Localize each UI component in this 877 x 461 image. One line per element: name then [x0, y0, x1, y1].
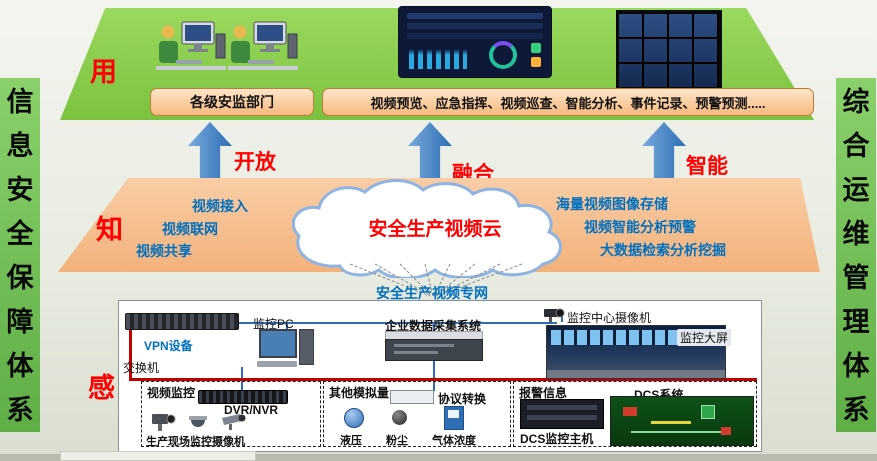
site-cameras-label: 生产现场监控摄像机 — [146, 436, 245, 448]
dashboard-row — [407, 23, 543, 29]
dcs-screen-image — [610, 396, 754, 446]
alarm-group-title: 报警信息 — [519, 386, 568, 400]
bottom-edge — [0, 454, 877, 461]
bullet-camera-icon — [222, 414, 246, 430]
dust-label: 粉尘 — [386, 435, 408, 447]
link-line — [433, 322, 435, 331]
pc-monitor-icon — [259, 329, 297, 358]
capability-video-share: 视频共享 — [136, 243, 192, 259]
layer-label-know: 知 — [96, 215, 123, 245]
arrow-label-smart: 智能 — [686, 155, 728, 178]
dcs-element — [701, 405, 715, 419]
pc-keyboard-icon — [257, 361, 297, 367]
dvr-device — [198, 390, 288, 404]
vpn-label: VPN设备 — [144, 339, 193, 353]
dashboard-stat — [531, 43, 541, 53]
left-banner-text: 信息安全保障体系 — [6, 87, 34, 425]
capability-ai-alert: 视频智能分析预警 — [584, 219, 696, 235]
right-banner-text: 综合运维管理体系 — [842, 87, 870, 425]
gas-label: 气体浓度 — [432, 435, 476, 447]
pc-label: 监控PC — [253, 317, 294, 331]
capability-video-network: 视频联网 — [162, 221, 218, 237]
switch-device — [125, 313, 239, 330]
link-line — [433, 359, 435, 391]
video-group-title: 视频监控 — [147, 386, 196, 400]
dashboard-row — [407, 13, 543, 19]
up-arrow-smart — [642, 122, 686, 182]
link-line — [561, 313, 563, 322]
dcs-host-device — [520, 399, 604, 429]
box-camera-icon — [152, 414, 176, 431]
converter-label: 协议转换 — [438, 392, 487, 406]
dcs-element — [623, 407, 637, 416]
arrow-label-open: 开放 — [234, 151, 276, 174]
dvr-label: DVR/NVR — [224, 403, 279, 417]
layer-label-sense: 感 — [88, 373, 115, 403]
capability-storage: 海量视频图像存储 — [556, 196, 668, 212]
private-network-label: 安全生产视频专网 — [376, 285, 488, 301]
video-wall-screens — [619, 13, 719, 87]
cloud-outline-icon — [291, 178, 562, 278]
dcs-host-label: DCS监控主机 — [520, 432, 594, 446]
dashboard-donut-chart — [489, 41, 517, 69]
operator-workstation-icon — [156, 21, 226, 70]
dashboard-stat — [531, 57, 541, 67]
red-bus-vertical — [129, 327, 132, 381]
device-panel: VPN设备 交换机 监控PC 企业数据采集系统 监控中心摄像机 监控大屏 视频监… — [118, 300, 762, 452]
cloud-shape: 安全生产视频云 — [285, 178, 585, 278]
protocol-converter-device — [390, 390, 434, 404]
switch-label: 交换机 — [123, 361, 160, 375]
dcs-host-slot — [527, 415, 597, 420]
capability-video-access: 视频接入 — [192, 198, 248, 214]
red-bus-horizontal — [129, 378, 757, 381]
department-box: 各级安监部门 — [150, 88, 314, 116]
dome-camera-icon — [189, 416, 207, 427]
center-camera-label: 监控中心摄像机 — [567, 311, 652, 325]
pressure-sensor-icon — [344, 408, 364, 428]
right-banner: 综合运维管理体系 — [836, 78, 876, 432]
dashboard-bar-chart — [409, 49, 467, 69]
operator-workstation-icon — [228, 21, 298, 70]
analog-group-title: 其他模拟量 — [329, 386, 390, 400]
dust-sensor-icon — [392, 410, 407, 425]
capability-bigdata: 大数据检索分析挖掘 — [600, 242, 726, 258]
video-group-box: 视频监控 DVR/NVR 生产现场监控摄像机 — [141, 381, 321, 448]
alarm-group-box: 报警信息 DCS系统 DCS监控主机 — [513, 381, 757, 447]
pc-tower-icon — [299, 329, 314, 365]
dcs-element — [651, 421, 691, 424]
gas-sensor-icon — [444, 406, 464, 430]
left-banner: 信息安全保障体系 — [0, 78, 40, 432]
up-arrow-open — [188, 122, 232, 182]
ptz-camera-icon — [544, 308, 565, 322]
collector-server-front — [385, 339, 483, 361]
dcs-element — [721, 427, 731, 435]
link-line — [286, 322, 288, 330]
server-slot — [394, 351, 438, 354]
functions-box: 视频预览、应急指挥、视频巡查、智能分析、事件记录、预警预测..... — [322, 88, 814, 116]
up-arrow-fuse — [408, 122, 452, 182]
control-room-desk — [547, 370, 725, 378]
cloud-link-fan-lines — [349, 263, 523, 297]
layer-label-use: 用 — [90, 57, 117, 87]
dcs-host-slot — [527, 405, 597, 410]
collector-label: 企业数据采集系统 — [385, 319, 482, 333]
server-slot — [394, 344, 454, 347]
cloud-title: 安全生产视频云 — [368, 219, 502, 240]
bottom-left-window-edge — [60, 451, 256, 461]
link-line — [239, 322, 557, 324]
big-screen-label: 监控大屏 — [677, 329, 732, 346]
dashboard-row — [407, 33, 543, 39]
analytics-dashboard-image — [398, 6, 552, 78]
gas-sensor-face — [448, 410, 459, 418]
analog-group-box: 其他模拟量 协议转换 液压 粉尘 气体浓度 — [323, 381, 511, 447]
dcs-element — [631, 431, 731, 433]
pressure-label: 液压 — [340, 435, 362, 447]
video-wall-image — [616, 10, 722, 90]
